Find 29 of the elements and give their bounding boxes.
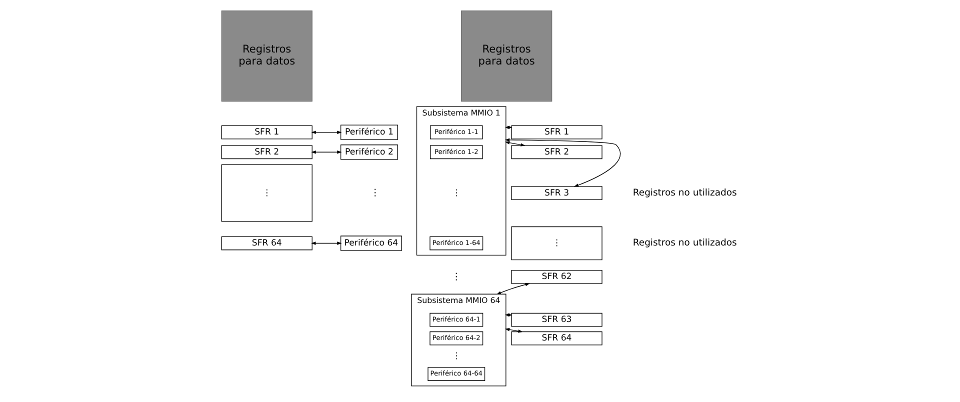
node-box: ⋮	[510, 226, 602, 260]
node-box: SFR 1	[220, 125, 312, 140]
node-box: Registros para datos	[460, 10, 552, 102]
arrow	[310, 130, 342, 134]
label: Registros no utilizados	[632, 238, 736, 249]
node-box: SFR 1	[510, 125, 602, 140]
node-box: Periférico 2	[340, 144, 398, 160]
node-box: Registros para datos	[220, 10, 312, 102]
label: Registros no utilizados	[632, 188, 736, 199]
label: ⋮	[370, 188, 380, 199]
label: ⋮	[451, 271, 461, 282]
arrow	[310, 242, 342, 245]
arrow	[504, 138, 620, 187]
arrow	[310, 150, 342, 154]
node-box: SFR 64	[510, 331, 602, 346]
node-box: SFR 63	[510, 312, 602, 327]
arrow	[504, 141, 525, 146]
node-box: SFR 2	[220, 145, 312, 160]
label: ⋮	[452, 351, 460, 362]
arrow	[496, 282, 530, 294]
node-box: SFR 62	[510, 270, 602, 284]
node-box: SFR 3	[510, 186, 602, 200]
node-box: Periférico 64	[340, 236, 402, 251]
node-box: SFR 2	[510, 145, 602, 160]
label: ⋮	[452, 188, 460, 198]
node-box: ⋮	[220, 164, 312, 222]
node-box: Periférico 1	[340, 124, 398, 140]
node-box: SFR 64	[220, 236, 312, 250]
arrow	[504, 328, 522, 333]
